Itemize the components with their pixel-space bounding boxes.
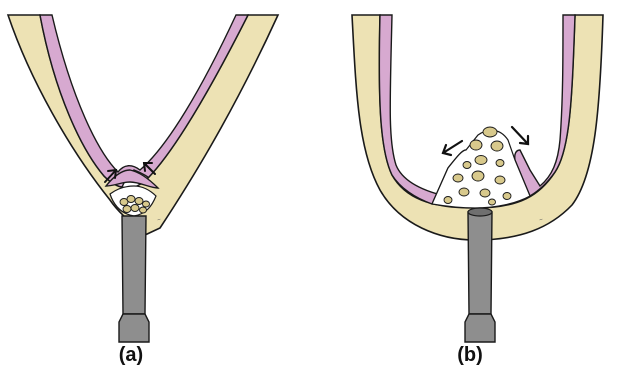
panel-a-osteotome-handle xyxy=(119,314,149,342)
panel-a-label: (a) xyxy=(101,344,161,367)
panel-b-osteotome xyxy=(465,208,495,342)
panel-b-osteotome-handle xyxy=(465,314,495,342)
panel-b-label: (b) xyxy=(440,344,500,367)
arrow-down-left-icon xyxy=(443,141,462,155)
panel-a: ~ xyxy=(8,15,278,342)
panel-b-osteotome-tip xyxy=(468,208,492,216)
panel-a-osteotome-shaft xyxy=(122,216,146,314)
panel-b-osteotome-shaft xyxy=(468,212,492,314)
panel-b: ~ xyxy=(352,15,603,342)
arrow-down-right-icon xyxy=(512,127,528,144)
panel-a-osteotome xyxy=(119,216,149,342)
